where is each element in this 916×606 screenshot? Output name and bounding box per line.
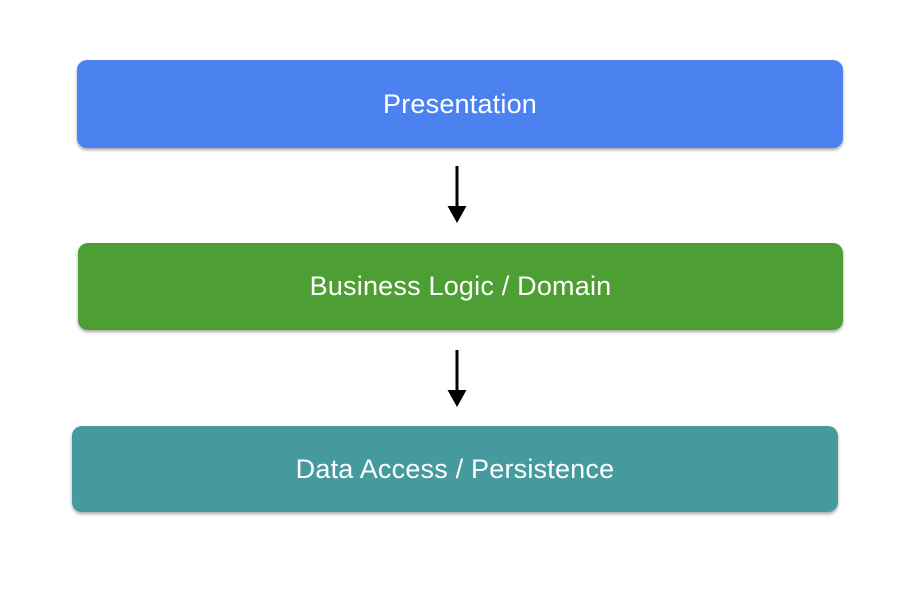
layer-box-business-logic: Business Logic / Domain (78, 243, 843, 330)
layer-label-business-logic: Business Logic / Domain (309, 271, 612, 301)
layer-box-data-access: Data Access / Persistence (72, 426, 838, 512)
down-arrow-icon (447, 350, 467, 407)
down-arrow-icon (447, 166, 467, 223)
layer-label-presentation: Presentation (383, 88, 537, 119)
layer-box-presentation: Presentation (77, 60, 843, 148)
layer-label-data-access: Data Access / Persistence (295, 453, 615, 484)
